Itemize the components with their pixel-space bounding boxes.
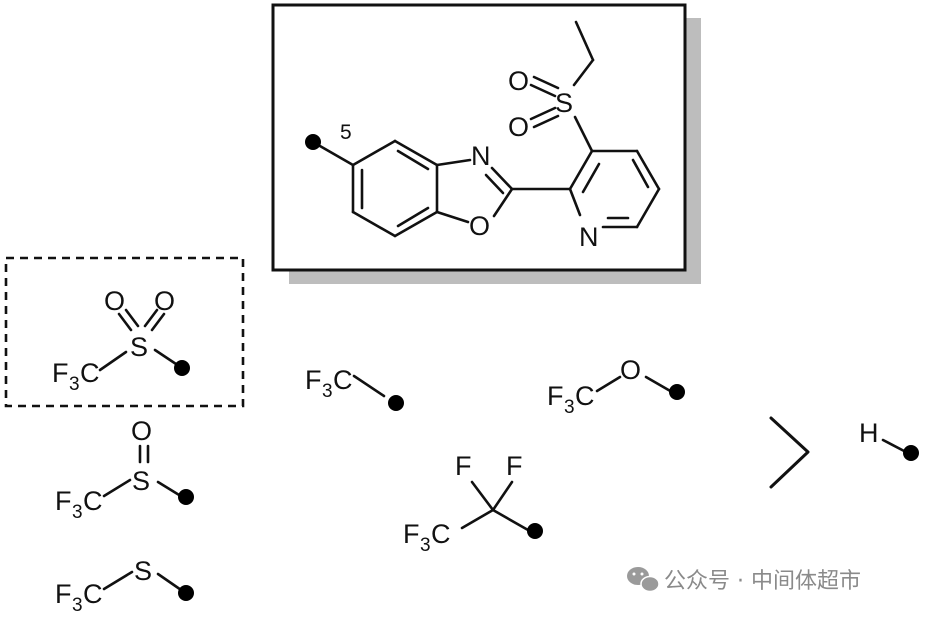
pentafluoroethyl-group: F F F 3 C <box>403 451 543 556</box>
c2f5-attachment <box>527 523 543 539</box>
oxazole-nitrogen: N <box>471 141 491 171</box>
ocf3-f: F <box>547 381 564 411</box>
sulfinyl-attachment <box>178 489 194 505</box>
benzene-ring <box>351 139 439 238</box>
watermark: 公众号 · 中间体超市 <box>627 567 861 594</box>
sulfur-ethyl-bond <box>572 58 595 87</box>
c2f5-f1: F <box>455 451 472 481</box>
sulfonyl-o1: O <box>104 286 125 316</box>
sulfonyl-f: F <box>52 358 69 388</box>
hydrogen-group: H <box>859 418 919 461</box>
triflyl-group: F 3 C S O O <box>4 256 245 408</box>
c2f5-c: C <box>431 519 451 549</box>
sulfonyl-attachment <box>174 360 190 376</box>
sulfonyl-oxygen-lower: O <box>508 112 529 142</box>
wechat-icon <box>627 567 660 593</box>
highlight-dashed-box <box>4 256 245 408</box>
hydrogen-h: H <box>859 418 879 448</box>
pyridine-ring <box>568 149 661 229</box>
thio-group: S F 3 C <box>55 556 194 616</box>
sulfinyl-o: O <box>131 416 152 446</box>
sulfonyl-o2: O <box>154 286 175 316</box>
ocf3-c: C <box>575 381 595 411</box>
watermark-text: 公众号 · 中间体超市 <box>664 569 861 594</box>
oxazole-ring <box>435 158 514 224</box>
ocf3-attachment <box>669 384 685 400</box>
sulfonyl-sub: 3 <box>69 374 80 395</box>
sulfonyl-sulfur: S <box>555 88 573 118</box>
position-label: 5 <box>340 121 352 144</box>
thio-f: F <box>55 579 72 609</box>
cf3-sub: 3 <box>322 381 333 402</box>
cf3-attachment <box>388 395 404 411</box>
thio-c: C <box>83 579 103 609</box>
thio-sub: 3 <box>72 595 83 616</box>
greater-than-icon <box>769 416 810 489</box>
sulfinyl-sub: 3 <box>72 502 83 523</box>
sulfinyl-group: O S F 3 C <box>55 416 194 523</box>
sulfinyl-s: S <box>132 466 150 496</box>
cf3-c: C <box>333 365 353 395</box>
sulfonyl-c: C <box>80 358 100 388</box>
thio-s: S <box>134 556 152 586</box>
c2f5-f: F <box>403 519 420 549</box>
attachment-point <box>305 134 321 150</box>
sulfinyl-f: F <box>55 486 72 516</box>
sulfonyl-s: S <box>130 332 148 362</box>
core-structure-panel: 5 N O N S <box>271 3 701 284</box>
trifluoromethoxy-group: F 3 C O <box>547 355 685 418</box>
hydrogen-attachment <box>903 445 919 461</box>
trifluoromethyl-group: F 3 C <box>305 365 404 411</box>
c2f5-f2: F <box>506 451 523 481</box>
ring-sulfur-bond <box>573 115 594 153</box>
oxazole-oxygen: O <box>469 211 490 241</box>
ocf3-sub: 3 <box>564 397 575 418</box>
sulfur-oxygen-bonds <box>529 75 560 129</box>
c2f5-sub: 3 <box>420 535 431 556</box>
sulfinyl-c: C <box>83 486 103 516</box>
ocf3-o: O <box>620 355 641 385</box>
pyridine-nitrogen: N <box>579 222 599 252</box>
cf3-f: F <box>305 365 322 395</box>
thio-attachment <box>178 585 194 601</box>
sulfonyl-oxygen-upper: O <box>508 66 529 96</box>
ethyl-bond <box>574 20 595 62</box>
